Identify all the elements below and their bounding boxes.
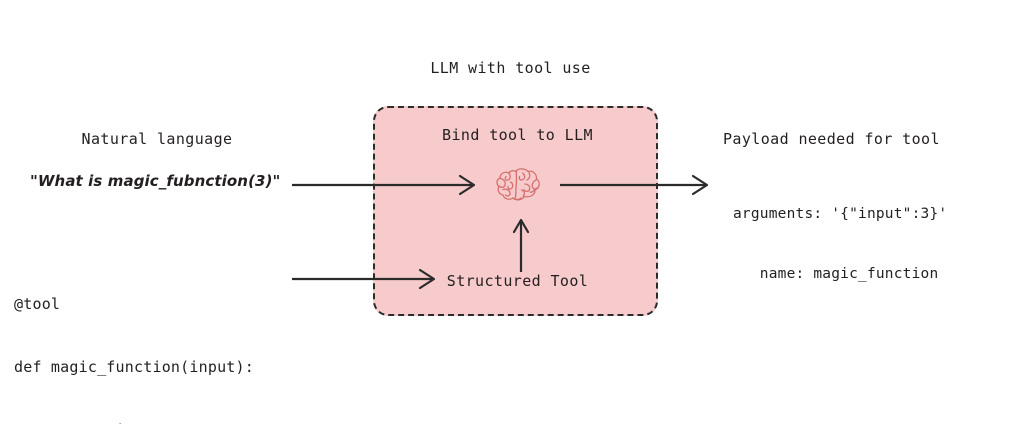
natural-language-heading: Natural language bbox=[81, 130, 233, 148]
llm-bind-tool-box: Bind tool to LLM bbox=[373, 106, 658, 316]
tool-code-block: @tool def magic_function(input): return … bbox=[14, 252, 254, 424]
arrow-tool-to-structured-tool bbox=[292, 266, 442, 292]
payload-block: arguments: '{"input":3}' name: magic_fun… bbox=[733, 164, 947, 324]
arrow-query-to-llm bbox=[292, 172, 482, 198]
payload-name-line: name: magic_function bbox=[733, 266, 939, 282]
tool-code-line-def: def magic_function(input): bbox=[14, 358, 254, 376]
brain-icon bbox=[494, 166, 544, 204]
payload-arguments-line: arguments: '{"input":3}' bbox=[733, 206, 948, 222]
arrow-llm-to-payload bbox=[560, 172, 715, 198]
diagram-title: LLM with tool use bbox=[430, 59, 591, 77]
tool-code-line-decorator: @tool bbox=[14, 295, 61, 313]
arrow-structured-tool-to-brain bbox=[511, 216, 531, 272]
bind-tool-to-llm-label: Bind tool to LLM bbox=[442, 126, 593, 144]
payload-heading: Payload needed for tool bbox=[723, 130, 940, 148]
tool-code-line-return: return input + 2 bbox=[14, 420, 254, 424]
structured-tool-label: Structured Tool bbox=[446, 272, 589, 290]
user-query-text: "What is magic_fubnction(3)" bbox=[30, 172, 281, 190]
